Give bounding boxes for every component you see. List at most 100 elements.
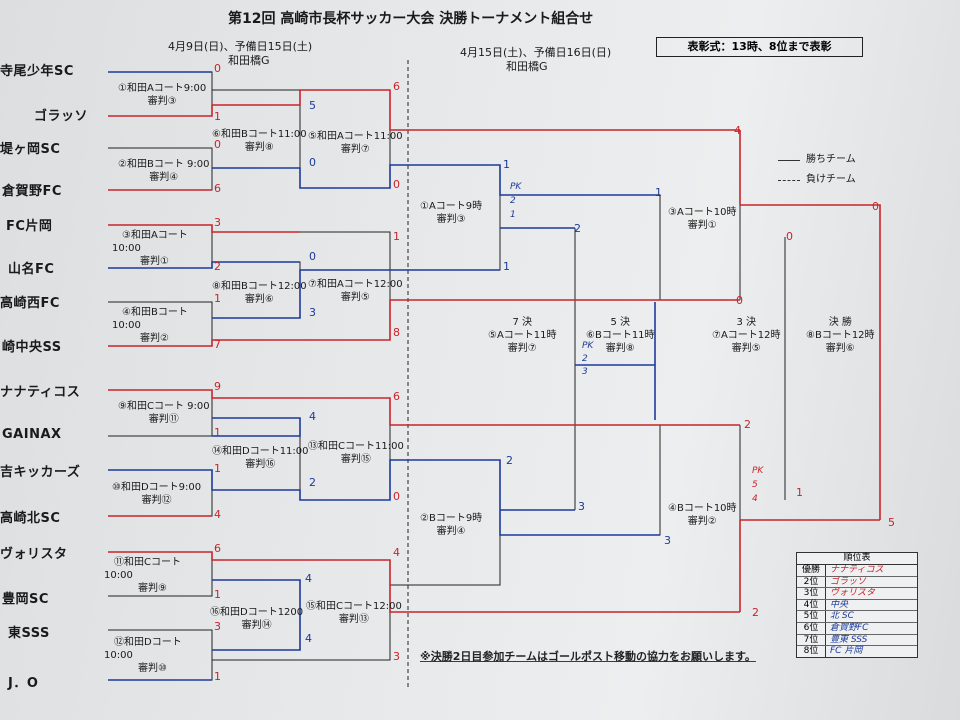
day2-schedule: 4月15日(土)、予備日16日(日) bbox=[460, 46, 612, 59]
score: 6 bbox=[393, 390, 400, 403]
team-label: FC片岡 bbox=[6, 219, 53, 234]
score: 1 bbox=[214, 462, 221, 475]
award-ceremony-note: 表彰式：13時、8位まで表彰 bbox=[656, 37, 863, 57]
score: 1 bbox=[214, 292, 221, 305]
score: 1 bbox=[393, 230, 400, 243]
score: 1 bbox=[503, 158, 510, 171]
team-label: 豊岡SC bbox=[2, 592, 49, 607]
team-label: ゴラッソ bbox=[34, 109, 89, 124]
score: 1 bbox=[214, 110, 221, 123]
team-label: 堤ヶ岡SC bbox=[0, 142, 61, 157]
score: 7 bbox=[214, 338, 221, 351]
score: 0 bbox=[872, 200, 879, 213]
score: 3 bbox=[393, 650, 400, 663]
ranking-row: 5位北 SC bbox=[797, 611, 917, 623]
ranking-row: 7位豊東 SSS bbox=[797, 634, 917, 647]
score: 0 bbox=[393, 178, 400, 191]
score: 3 bbox=[578, 500, 585, 513]
ranking-caption: 順位表 bbox=[797, 553, 917, 565]
score: 2 bbox=[752, 606, 759, 619]
score: 0 bbox=[786, 230, 793, 243]
ranking-row: 6位倉賀野FC bbox=[797, 622, 917, 635]
score: 0 bbox=[214, 138, 221, 151]
score: 5 bbox=[888, 516, 895, 529]
ranking-row: 4位中央 bbox=[797, 599, 917, 612]
score: 4 bbox=[734, 124, 741, 137]
score: 4 bbox=[393, 546, 400, 559]
team-label: 寺尾少年SC bbox=[0, 64, 74, 79]
ranking-row: 優勝ナナティコス bbox=[797, 565, 917, 577]
score: 6 bbox=[214, 542, 221, 555]
team-label: 山名FC bbox=[8, 262, 55, 277]
legend-lose: 負けチーム bbox=[806, 174, 856, 185]
team-label: 倉賀野FC bbox=[2, 184, 62, 199]
score: 3 bbox=[214, 620, 221, 633]
score: 0 bbox=[214, 62, 221, 75]
day1-venue: 和田橋G bbox=[228, 54, 270, 67]
team-label: 高崎西FC bbox=[0, 296, 60, 311]
match-info: ③Aコート10時審判① bbox=[668, 207, 737, 231]
score: 0 bbox=[736, 294, 743, 307]
score: 1 bbox=[214, 588, 221, 601]
score: 2 bbox=[214, 260, 221, 273]
day2-venue: 和田橋G bbox=[506, 60, 548, 73]
match-info: ④Bコート10時審判② bbox=[668, 503, 737, 527]
team-label: 吉キッカーズ bbox=[0, 465, 81, 480]
score: 4 bbox=[309, 410, 316, 423]
day1-schedule: 4月9日(日)、予備日15日(土) bbox=[168, 40, 313, 53]
score: 6 bbox=[393, 80, 400, 93]
team-label: 高崎北SC bbox=[0, 511, 61, 526]
score: 3 bbox=[309, 306, 316, 319]
legend-win: 勝ちチーム bbox=[806, 154, 856, 165]
score: 1 bbox=[214, 670, 221, 683]
score: 0 bbox=[309, 250, 316, 263]
ranking-table: 順位表 優勝ナナティコス 2位ゴラッソ 3位ヴォリスタ 4位中央 5位北 SC … bbox=[796, 552, 918, 658]
score: 1 bbox=[214, 426, 221, 439]
score: 0 bbox=[393, 490, 400, 503]
score: 4 bbox=[305, 632, 312, 645]
team-label: ナナティコス bbox=[0, 385, 81, 400]
team-label: 崎中央SS bbox=[2, 340, 62, 355]
score: 2 bbox=[574, 222, 581, 235]
match-info: ②Bコート9時審判④ bbox=[420, 513, 483, 537]
team-label: 東SSS bbox=[8, 626, 50, 641]
team-label: J．O bbox=[8, 676, 39, 691]
line-legend: 勝ちチーム 負けチーム bbox=[778, 150, 856, 190]
score: 1 bbox=[796, 486, 803, 499]
score: 6 bbox=[214, 182, 221, 195]
score: 3 bbox=[664, 534, 671, 547]
score: 1 bbox=[655, 186, 662, 199]
score: 4 bbox=[305, 572, 312, 585]
score: 3 bbox=[214, 216, 221, 229]
match-info: ①Aコート9時審判③ bbox=[420, 201, 483, 225]
team-label: ヴォリスタ bbox=[0, 547, 68, 562]
score: 2 bbox=[744, 418, 751, 431]
score: 0 bbox=[309, 156, 316, 169]
footer-note: ※決勝2日目参加チームはゴールポスト移動の協力をお願いします。 bbox=[420, 650, 756, 663]
score: 9 bbox=[214, 380, 221, 393]
score: 2 bbox=[309, 476, 316, 489]
